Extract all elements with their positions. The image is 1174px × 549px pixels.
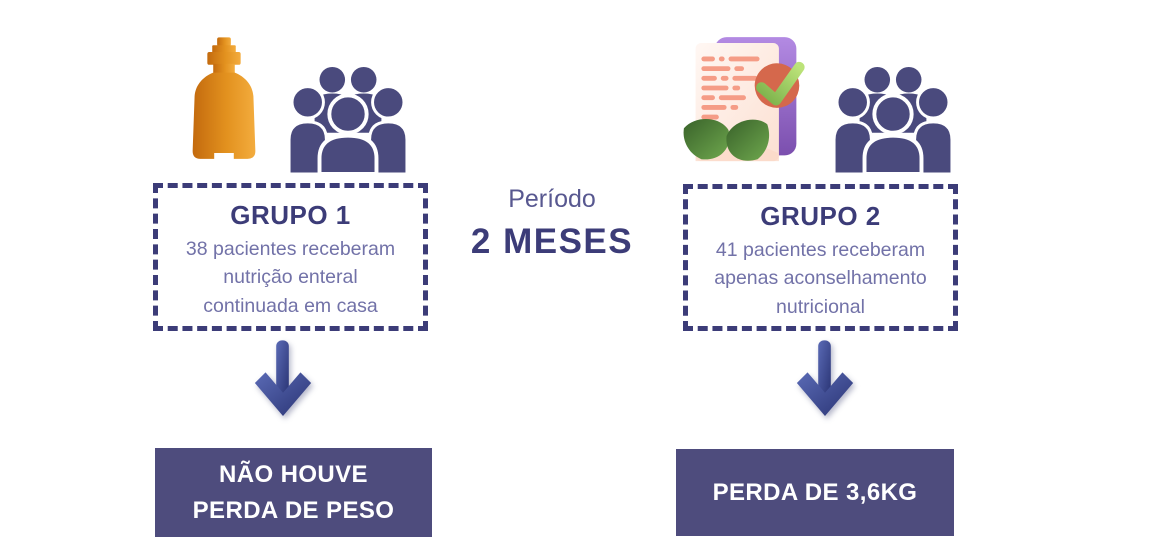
group-2-description: 41 pacientes receberam apenas aconselham… <box>714 239 927 318</box>
group-1-result: NÃO HOUVE PERDA DE PESO <box>192 460 395 524</box>
group-2-result: PERDA DE 3,6KG <box>712 478 918 506</box>
group-2-icons <box>678 32 958 174</box>
patients-group-icon <box>832 66 954 174</box>
patients-group-icon <box>287 66 408 174</box>
period-block: Período 2 MESES <box>437 185 667 262</box>
group-1-icons <box>153 32 430 174</box>
group-2-title: GRUPO 2 <box>760 201 881 231</box>
group-1-description: 38 pacientes receberam nutrição enteral … <box>185 238 396 317</box>
group-2-card: GRUPO 2 41 pacientes receberam apenas ac… <box>683 184 958 331</box>
group-1-title: GRUPO 1 <box>230 200 351 230</box>
down-arrow-icon-right <box>796 340 854 416</box>
group-1-card: GRUPO 1 38 pacientes receberam nutrição … <box>153 183 428 331</box>
down-arrow-icon-left <box>254 340 312 416</box>
period-label: Período <box>508 185 596 213</box>
period-value: 2 MESES <box>470 222 634 261</box>
nutrition-plan-check-icon <box>683 37 805 162</box>
enteral-nutrition-bottle-icon <box>192 37 255 159</box>
group-2-result-box: PERDA DE 3,6KG <box>676 449 954 536</box>
group-1-result-box: NÃO HOUVE PERDA DE PESO <box>155 448 432 537</box>
